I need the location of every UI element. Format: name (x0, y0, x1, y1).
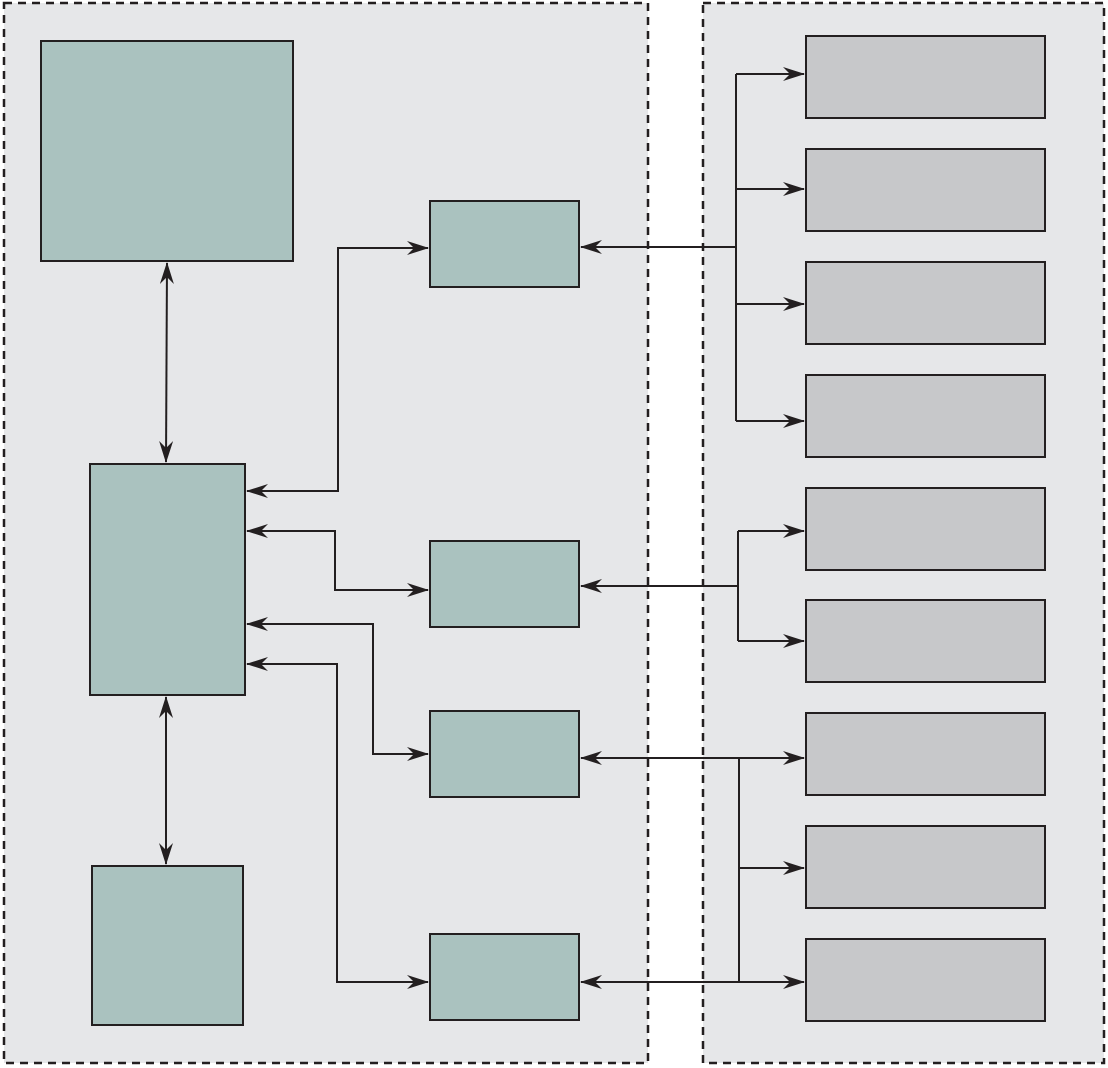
block-large-top (40, 40, 294, 262)
output-9 (805, 938, 1046, 1022)
block-hub-3 (429, 710, 580, 798)
block-main (89, 463, 246, 696)
output-8 (805, 825, 1046, 909)
output-2 (805, 148, 1046, 232)
gray-blocks (805, 35, 1046, 1022)
block-hub-1 (429, 200, 580, 288)
connectors (159, 67, 805, 989)
block-small-bottom (91, 865, 244, 1026)
connector-main-hub-2 (246, 524, 429, 597)
teal-blocks (40, 40, 580, 1026)
output-1 (805, 35, 1046, 119)
output-4 (805, 374, 1046, 458)
connector-main-hub-1 (246, 241, 429, 498)
connector-top-main (159, 262, 174, 463)
output-5 (805, 487, 1046, 571)
output-6 (805, 599, 1046, 683)
output-3 (805, 261, 1046, 345)
connector-main-hub-4 (246, 657, 429, 989)
block-hub-4 (429, 933, 580, 1021)
output-7 (805, 712, 1046, 796)
block-hub-2 (429, 540, 580, 628)
